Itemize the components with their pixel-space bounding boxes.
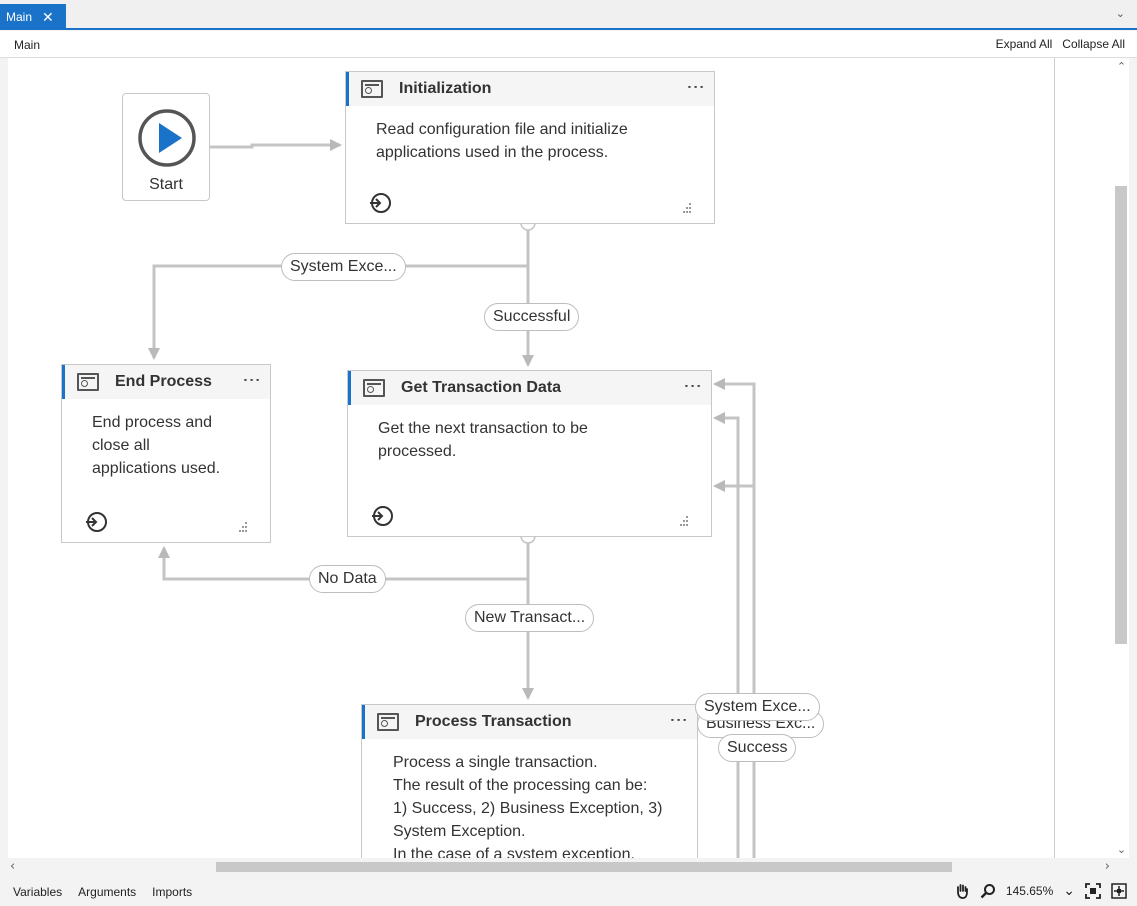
transition-success[interactable]: Success: [718, 734, 797, 762]
imports-tab[interactable]: Imports: [152, 885, 193, 899]
more-options-icon[interactable]: ⋮: [682, 377, 703, 395]
resize-grip-icon[interactable]: [678, 203, 692, 215]
scroll-down-icon[interactable]: ⌄: [1116, 843, 1127, 856]
state-icon: [361, 80, 383, 98]
connector-init-endprocess: [148, 223, 530, 360]
close-icon[interactable]: ✕: [42, 9, 54, 25]
breadcrumb[interactable]: Main: [14, 38, 41, 52]
variables-tab[interactable]: Variables: [13, 885, 63, 899]
state-header[interactable]: Process Transaction ⋮: [362, 705, 697, 739]
document-tab-bar: Main ✕ ⌄: [0, 0, 1137, 30]
state-header[interactable]: End Process ⋮: [62, 365, 270, 399]
state-process-transaction[interactable]: Process Transaction ⋮ Process a single t…: [361, 704, 698, 858]
scroll-left-icon[interactable]: ‹: [10, 859, 16, 874]
state-icon: [363, 379, 385, 397]
zoom-level[interactable]: 145.65%: [1005, 883, 1054, 898]
final-state-icon: [77, 373, 99, 391]
state-description: Process a single transaction. The result…: [393, 754, 663, 858]
play-icon: [138, 109, 196, 167]
state-get-transaction-data[interactable]: Get Transaction Data ⋮ Get the next tran…: [347, 370, 712, 537]
zoom-icon[interactable]: [980, 883, 996, 899]
state-description: Get the next transaction to be processed…: [378, 420, 588, 460]
state-description: Read configuration file and initialize a…: [376, 121, 628, 161]
state-description: End process and close all applications u…: [92, 414, 221, 477]
transition-successful[interactable]: Successful: [484, 303, 580, 331]
overview-map-icon[interactable]: [1111, 882, 1127, 899]
connector-process-gettransaction-2: [713, 412, 740, 860]
state-title: Get Transaction Data: [401, 379, 562, 396]
state-icon: [377, 713, 399, 731]
resize-grip-icon[interactable]: [234, 522, 248, 534]
expand-all-button[interactable]: Expand All: [995, 37, 1053, 51]
entry-icon[interactable]: [370, 504, 394, 528]
state-header[interactable]: Get Transaction Data ⋮: [348, 371, 711, 405]
state-title: Process Transaction: [415, 713, 572, 730]
tab-main[interactable]: Main ✕: [0, 4, 66, 30]
horizontal-scroll-thumb[interactable]: [216, 862, 952, 872]
canvas-side-panel: [1054, 58, 1114, 858]
state-end-process[interactable]: End Process ⋮ End process and close all …: [61, 364, 271, 543]
resize-grip-icon[interactable]: [675, 516, 689, 528]
horizontal-scrollbar[interactable]: ‹ ›: [8, 858, 1114, 876]
fit-to-screen-icon[interactable]: [1085, 882, 1101, 899]
status-bar: Variables Arguments Imports 145.65% ⌄: [0, 876, 1137, 906]
tab-main-label: Main: [6, 10, 33, 24]
vertical-scroll-thumb[interactable]: [1115, 186, 1127, 644]
start-label: Start: [149, 176, 183, 193]
zoom-controls: 145.65% ⌄: [954, 882, 1127, 899]
connector-process-gettransaction-3: [713, 480, 756, 700]
more-options-icon[interactable]: ⋮: [241, 371, 262, 389]
chevron-down-icon[interactable]: ⌄: [1115, 7, 1125, 20]
transition-no-data[interactable]: No Data: [309, 565, 386, 593]
state-initialization[interactable]: Initialization ⋮ Read configuration file…: [345, 71, 715, 224]
start-node[interactable]: Start: [122, 93, 210, 201]
transition-system-exception[interactable]: System Exce...: [281, 253, 406, 281]
entry-icon[interactable]: [368, 191, 392, 215]
transition-system-exception-2[interactable]: System Exce...: [695, 693, 820, 721]
entry-icon[interactable]: [84, 510, 108, 534]
more-options-icon[interactable]: ⋮: [685, 78, 706, 96]
state-title: Initialization: [399, 80, 492, 97]
connector-start-initialization: [210, 139, 342, 151]
transition-new-transaction[interactable]: New Transact...: [465, 604, 595, 632]
scroll-up-icon[interactable]: ⌃: [1116, 60, 1127, 73]
collapse-all-button[interactable]: Collapse All: [1062, 37, 1125, 51]
state-title: End Process: [115, 373, 212, 390]
chevron-down-icon[interactable]: ⌄: [1063, 882, 1075, 898]
status-tabs: Variables Arguments Imports: [13, 885, 192, 899]
scroll-right-icon[interactable]: ›: [1104, 859, 1110, 874]
arguments-tab[interactable]: Arguments: [78, 885, 137, 899]
more-options-icon[interactable]: ⋮: [668, 711, 689, 729]
connector-process-gettransaction-1: [713, 378, 756, 860]
state-header[interactable]: Initialization ⋮: [346, 72, 714, 106]
expand-collapse-actions: Expand All Collapse All: [996, 37, 1125, 51]
breadcrumb-bar: Main Expand All Collapse All: [0, 31, 1137, 58]
hand-pan-icon[interactable]: [954, 883, 970, 899]
vertical-scrollbar[interactable]: ⌃ ⌄: [1114, 58, 1129, 858]
